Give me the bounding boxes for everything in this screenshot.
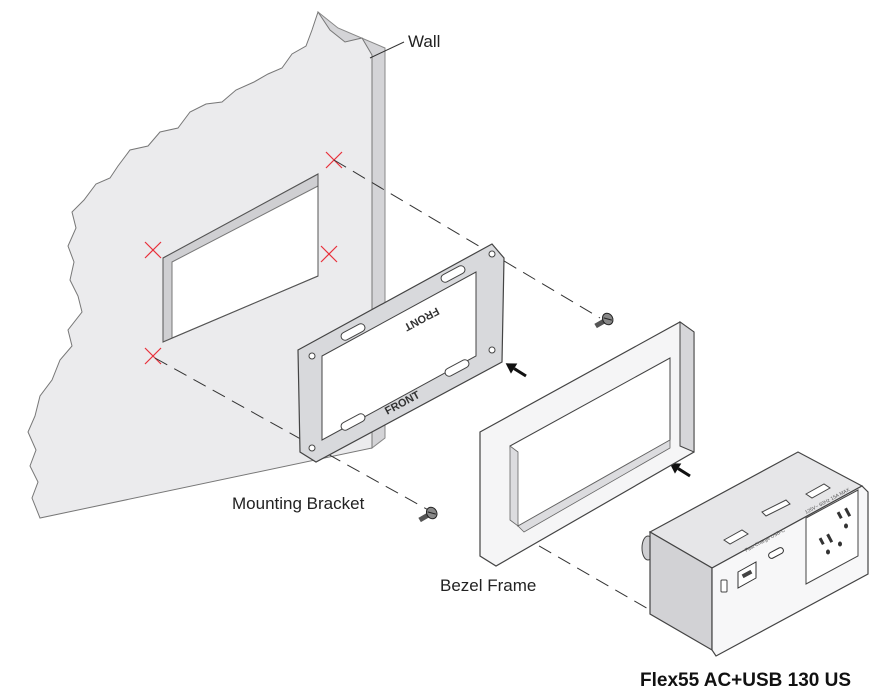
mounting-bracket-label: Mounting Bracket xyxy=(232,494,365,513)
flex55-module: Fast Charge USB-C 125V~ 60Hz 15A MAX xyxy=(641,451,869,657)
usb-c-port xyxy=(768,547,784,559)
arrow-icon xyxy=(669,463,691,478)
ac-receptacle-lower xyxy=(818,533,842,555)
screw-icon xyxy=(594,312,614,329)
bezel-frame xyxy=(479,321,695,567)
wall xyxy=(27,10,386,519)
ac-outlet-recess xyxy=(805,489,859,585)
ac-receptacle-upper xyxy=(836,507,852,529)
bezel-edge xyxy=(679,321,695,453)
screw-icon xyxy=(418,506,438,523)
cut-mark-icon xyxy=(144,241,162,259)
bezel-frame-label: Bezel Frame xyxy=(440,576,536,595)
product-name-label: Flex55 AC+USB 130 US xyxy=(640,670,851,691)
cut-mark-icon xyxy=(320,245,338,263)
wall-opening-outline xyxy=(162,173,319,343)
bracket-slots xyxy=(308,250,496,452)
wall-label: Wall xyxy=(408,32,440,51)
usb-a-port-tongue xyxy=(741,569,753,579)
module-clips xyxy=(723,483,831,545)
wall-leader-line xyxy=(369,41,405,59)
alignment-lines xyxy=(154,159,651,611)
arrow-icon xyxy=(505,363,527,378)
bracket-opening xyxy=(321,271,477,441)
cut-mark-icon xyxy=(144,347,162,365)
cut-marks xyxy=(144,151,343,365)
bezel-inner-floor xyxy=(517,439,671,533)
indicator-slot xyxy=(720,579,728,593)
bezel-inner-wall xyxy=(509,445,519,527)
